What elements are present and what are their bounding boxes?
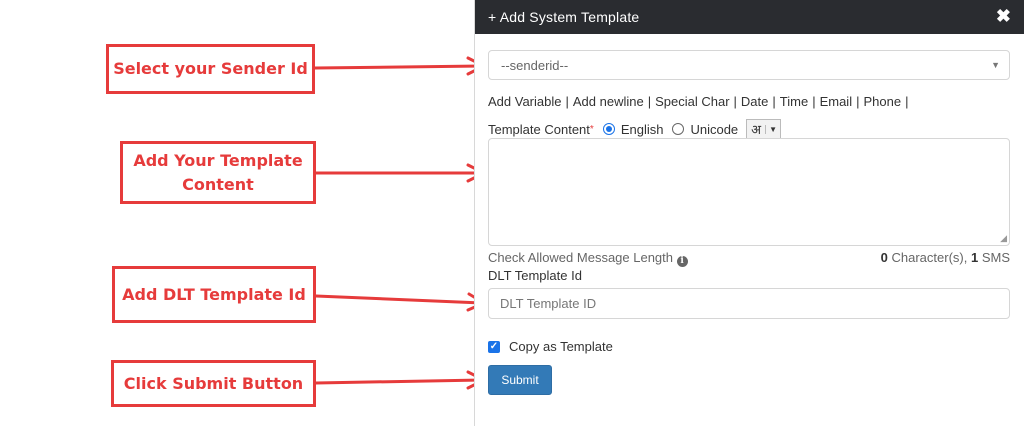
language-picker-button[interactable]: अ ▼ — [746, 119, 782, 139]
date-link[interactable]: Date — [740, 94, 769, 109]
template-content-row: Template Content* English Unicode अ ▼ — [488, 119, 782, 139]
sms-label: SMS — [981, 250, 1010, 265]
arrow-submit — [314, 378, 484, 385]
arrow-sender — [313, 64, 484, 70]
modal-header: + Add System Template ✖ — [475, 0, 1024, 34]
submit-button[interactable]: Submit — [488, 365, 552, 395]
callout-dlt-template-text: Add DLT Template Id — [122, 284, 306, 304]
special-char-link[interactable]: Special Char — [655, 94, 730, 109]
resize-handle-icon[interactable]: ◢ — [1000, 233, 1007, 243]
unicode-radio[interactable] — [672, 123, 685, 135]
char-label: Character(s), — [891, 250, 968, 265]
sender-id-value: --senderid-- — [501, 58, 569, 73]
check-length-label: Check Allowed Message Length — [488, 250, 674, 265]
language-dropdown-icon[interactable]: ▼ — [765, 124, 780, 134]
callout-submit-text: Click Submit Button — [123, 373, 304, 393]
template-content-label: Template Content — [488, 121, 590, 137]
copy-template-row: ✓ Copy as Template — [488, 339, 613, 354]
english-label: English — [620, 121, 664, 137]
email-link[interactable]: Email — [819, 94, 853, 109]
phone-link[interactable]: Phone — [863, 94, 902, 109]
template-content-textarea[interactable]: ◢ — [488, 138, 1010, 246]
time-link[interactable]: Time — [779, 94, 809, 109]
unicode-label: Unicode — [690, 121, 739, 137]
copy-template-label: Copy as Template — [509, 339, 613, 354]
insert-toolbar: Add Variable|Add newline|Special Char|Da… — [488, 94, 909, 109]
add-newline-link[interactable]: Add newline — [572, 94, 644, 109]
callout-dlt-template: Add DLT Template Id — [112, 266, 316, 323]
arrow-dlt — [314, 294, 484, 305]
callout-template-content: Add Your Template Content — [120, 141, 316, 204]
callout-select-sender: Select your Sender Id — [106, 44, 315, 94]
modal-title: + Add System Template — [488, 9, 640, 25]
copy-template-checkbox[interactable]: ✓ — [488, 340, 500, 353]
dlt-template-label: DLT Template Id — [488, 268, 582, 283]
message-length-row: Check Allowed Message Length i 0 Charact… — [488, 250, 1010, 267]
hindi-glyph-icon: अ — [751, 123, 762, 138]
info-icon[interactable]: i — [676, 256, 688, 267]
callout-select-sender-text: Select your Sender Id — [113, 59, 308, 78]
add-template-modal: + Add System Template ✖ --senderid-- ▼ A… — [474, 0, 1024, 426]
required-mark: * — [589, 123, 594, 135]
sender-id-select[interactable]: --senderid-- ▼ — [488, 50, 1010, 80]
close-icon[interactable]: ✖ — [995, 6, 1011, 26]
sms-count: 1 — [970, 250, 979, 265]
character-sms-count: 0 Character(s), 1 SMS — [881, 250, 1010, 265]
chevron-down-icon: ▼ — [991, 60, 1000, 70]
callout-template-content-line1: Add Your Template — [133, 150, 303, 170]
dlt-template-input[interactable] — [488, 288, 1010, 319]
char-count: 0 — [880, 250, 888, 265]
add-variable-link[interactable]: Add Variable — [488, 94, 562, 109]
callout-template-content-line2: Content — [182, 174, 254, 194]
callout-submit: Click Submit Button — [111, 360, 316, 407]
english-radio[interactable] — [602, 123, 615, 135]
